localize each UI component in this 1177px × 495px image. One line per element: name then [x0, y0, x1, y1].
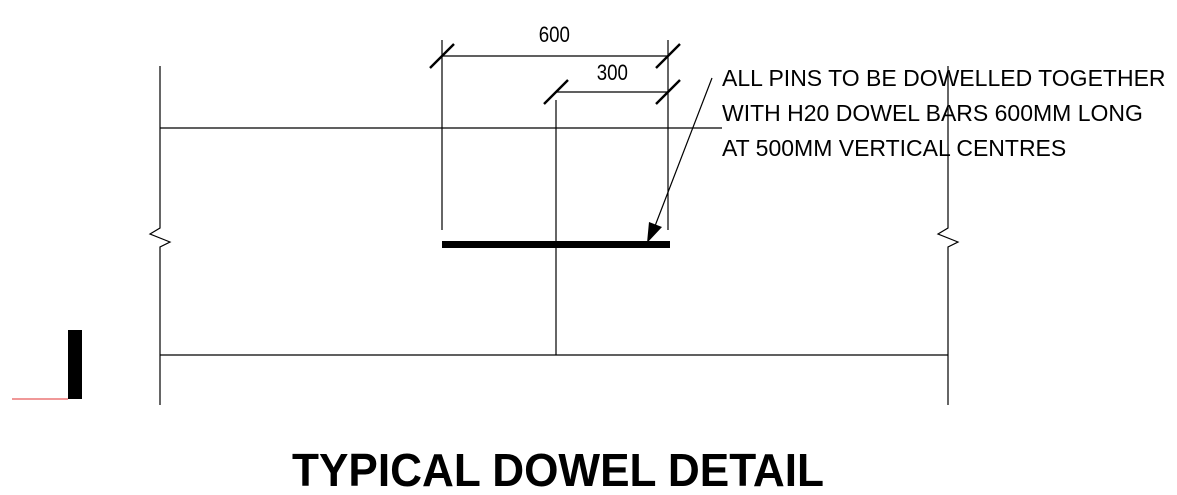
leader-line: [654, 77, 713, 227]
dimension-label-600: 600: [539, 24, 570, 48]
dimension-tick-300-right: [655, 79, 681, 105]
dimension-tick-600-right: [655, 43, 681, 69]
edge-marker-bar: [68, 330, 82, 399]
note-line-3: AT 500MM VERTICAL CENTRES: [722, 135, 1066, 161]
dimension-label-300: 300: [597, 62, 628, 86]
dimension-tick-300-left: [543, 79, 569, 105]
dowel-bar: [442, 241, 670, 248]
note-line-2: WITH H20 DOWEL BARS 600MM LONG: [722, 100, 1143, 126]
dimension-tick-600-left: [429, 43, 455, 69]
note-line-1: ALL PINS TO BE DOWELLED TOGETHER: [722, 65, 1166, 91]
right-boundary-line: [936, 66, 960, 405]
drawing-title: TYPICAL DOWEL DETAIL: [292, 444, 824, 495]
leader-arrowhead: [647, 222, 662, 243]
left-boundary-line: [148, 66, 172, 405]
